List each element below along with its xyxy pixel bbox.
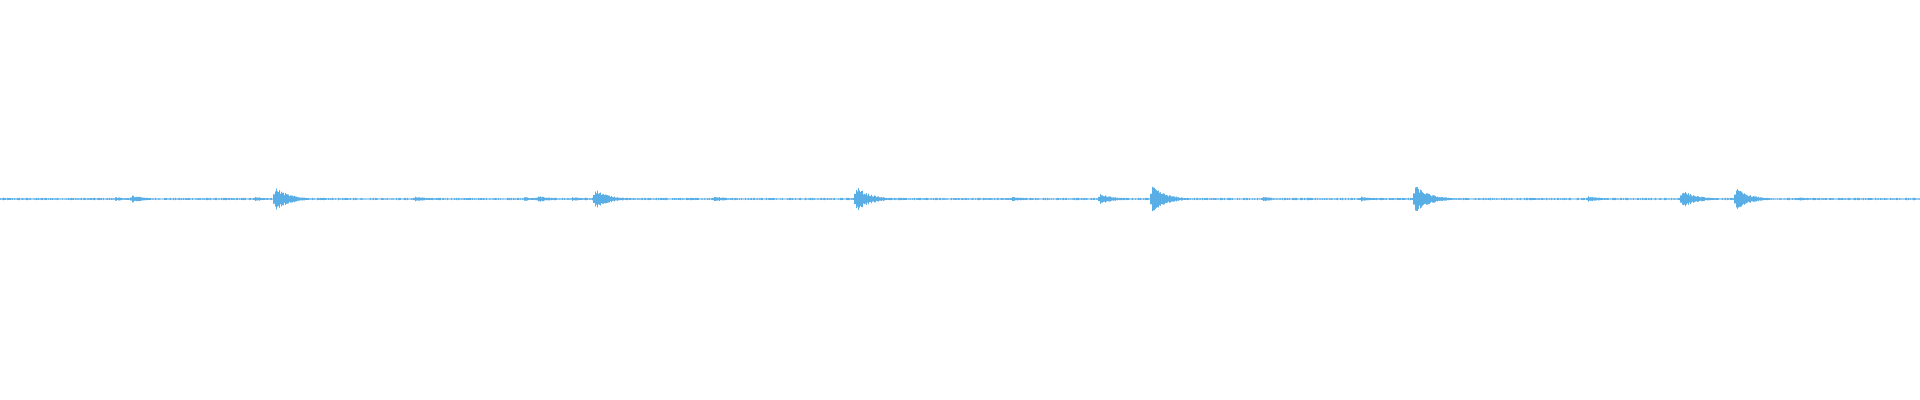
- waveform-bars: [0, 186, 1920, 212]
